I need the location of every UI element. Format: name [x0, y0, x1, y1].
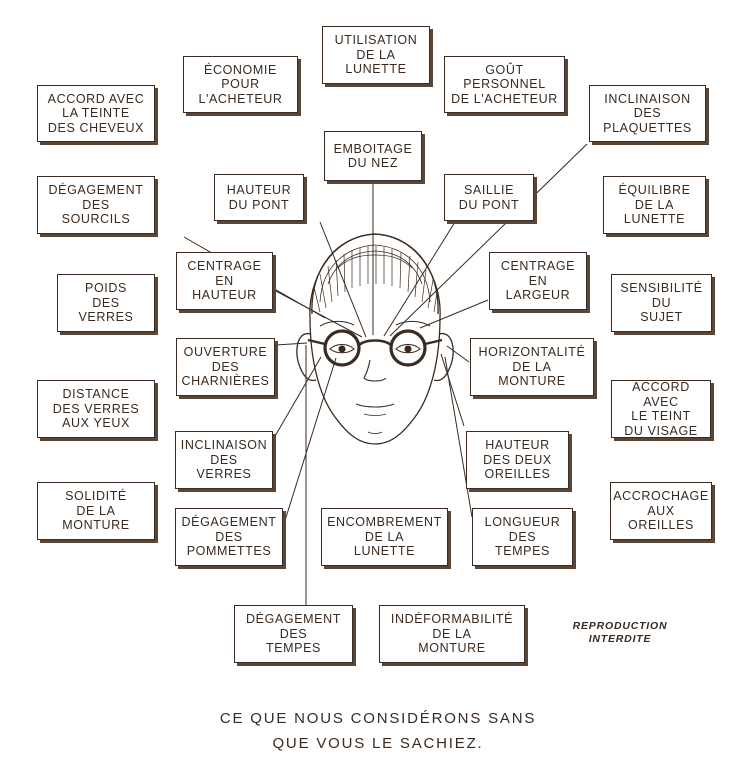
label-accrochage-oreilles: ACCROCHAGE AUX OREILLES [610, 482, 712, 540]
label-hauteur-du-pont: HAUTEUR DU PONT [214, 174, 304, 221]
caption-line-1: CE QUE NOUS CONSIDÉRONS SANS [219, 710, 537, 727]
label-ouverture-charnieres: OUVERTURE DES CHARNIÈRES [176, 338, 275, 396]
label-accord-teinte-cheveux: ACCORD AVEC LA TEINTE DES CHEVEUX [37, 85, 155, 142]
label-indeformabilite-monture: INDÉFORMABILITÉ DE LA MONTURE [379, 605, 525, 663]
label-centrage-en-largeur: CENTRAGE EN LARGEUR [489, 252, 587, 310]
label-accord-teint-visage: ACCORD AVEC LE TEINT DU VISAGE [611, 380, 711, 438]
label-longueur-tempes: LONGUEUR DES TEMPES [472, 508, 573, 566]
label-saillie-du-pont: SAILLIE DU PONT [444, 174, 534, 221]
label-utilisation-de-la-lunette: UTILISATION DE LA LUNETTE [322, 26, 430, 84]
label-degagement-sourcils: DÉGAGEMENT DES SOURCILS [37, 176, 155, 234]
label-horizontalite-monture: HORIZONTALITÉ DE LA MONTURE [470, 338, 594, 396]
label-degagement-tempes: DÉGAGEMENT DES TEMPES [234, 605, 353, 663]
reproduction-interdite-stamp: REPRODUCTION INTERDITE [572, 620, 668, 645]
label-sensibilite-sujet: SENSIBILITÉ DU SUJET [611, 274, 712, 332]
label-poids-des-verres: POIDS DES VERRES [57, 274, 155, 332]
label-economie-pour-acheteur: ÉCONOMIE POUR L'ACHETEUR [183, 56, 298, 113]
label-inclinaison-plaquettes: INCLINAISON DES PLAQUETTES [589, 85, 706, 142]
label-hauteur-deux-oreilles: HAUTEUR DES DEUX OREILLES [466, 431, 569, 489]
label-inclinaison-des-verres: INCLINAISON DES VERRES [175, 431, 273, 489]
label-solidite-monture: SOLIDITÉ DE LA MONTURE [37, 482, 155, 540]
label-equilibre-lunette: ÉQUILIBRE DE LA LUNETTE [603, 176, 706, 234]
caption-line-2: QUE VOUS LE SACHIEZ. [272, 735, 484, 752]
label-degagement-pommettes: DÉGAGEMENT DES POMMETTES [175, 508, 283, 566]
label-centrage-en-hauteur: CENTRAGE EN HAUTEUR [176, 252, 273, 310]
head-illustration [296, 233, 454, 445]
label-distance-verres-yeux: DISTANCE DES VERRES AUX YEUX [37, 380, 155, 438]
label-gout-personnel-acheteur: GOÛT PERSONNEL DE L'ACHETEUR [444, 56, 565, 113]
label-emboitage-du-nez: EMBOITAGE DU NEZ [324, 131, 422, 181]
label-encombrement-lunette: ENCOMBREMENT DE LA LUNETTE [321, 508, 448, 566]
